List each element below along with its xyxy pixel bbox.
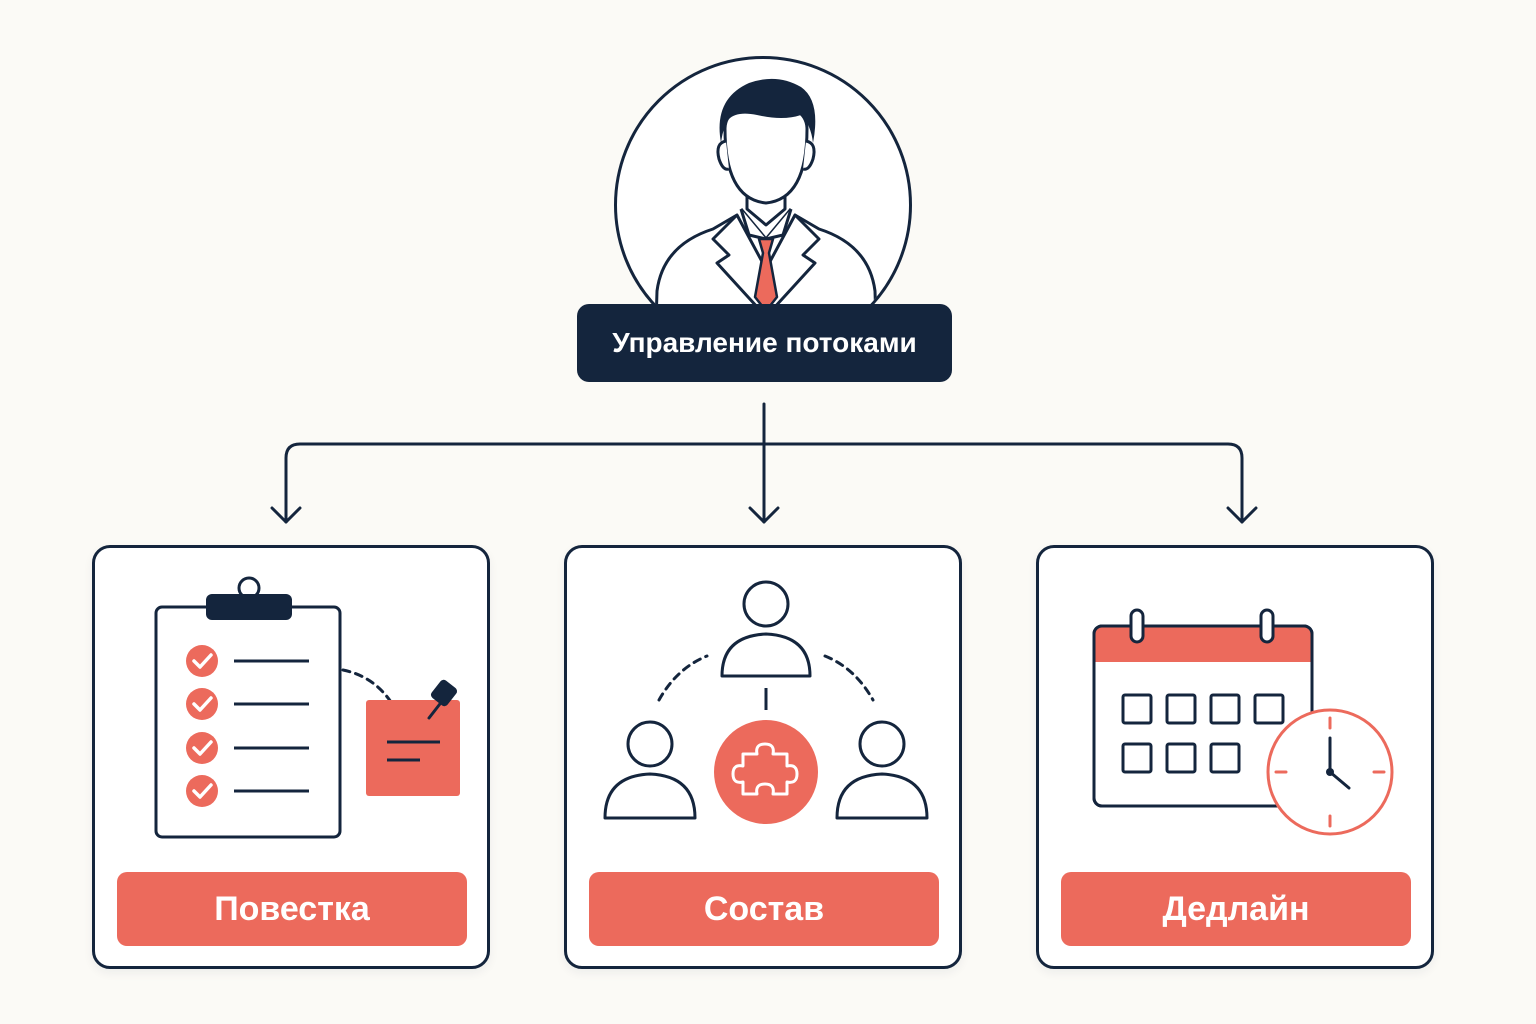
arrowhead-center xyxy=(748,506,780,524)
card-agenda-label: Повестка xyxy=(117,872,467,946)
card-team: Состав xyxy=(564,545,962,969)
card-team-label: Состав xyxy=(589,872,939,946)
team-puzzle-icon xyxy=(603,580,929,824)
root-title: Управление потоками xyxy=(577,304,952,382)
card-agenda: Повестка xyxy=(92,545,490,969)
connector-right xyxy=(762,442,1244,524)
card-deadline: Дедлайн xyxy=(1036,545,1434,969)
card-deadline-label: Дедлайн xyxy=(1061,872,1411,946)
arrowhead-left xyxy=(270,506,302,524)
connector-left xyxy=(284,442,766,524)
arrowhead-right xyxy=(1226,506,1258,524)
calendar-clock-icon xyxy=(1092,608,1394,836)
clipboard-checklist-icon xyxy=(154,576,460,839)
